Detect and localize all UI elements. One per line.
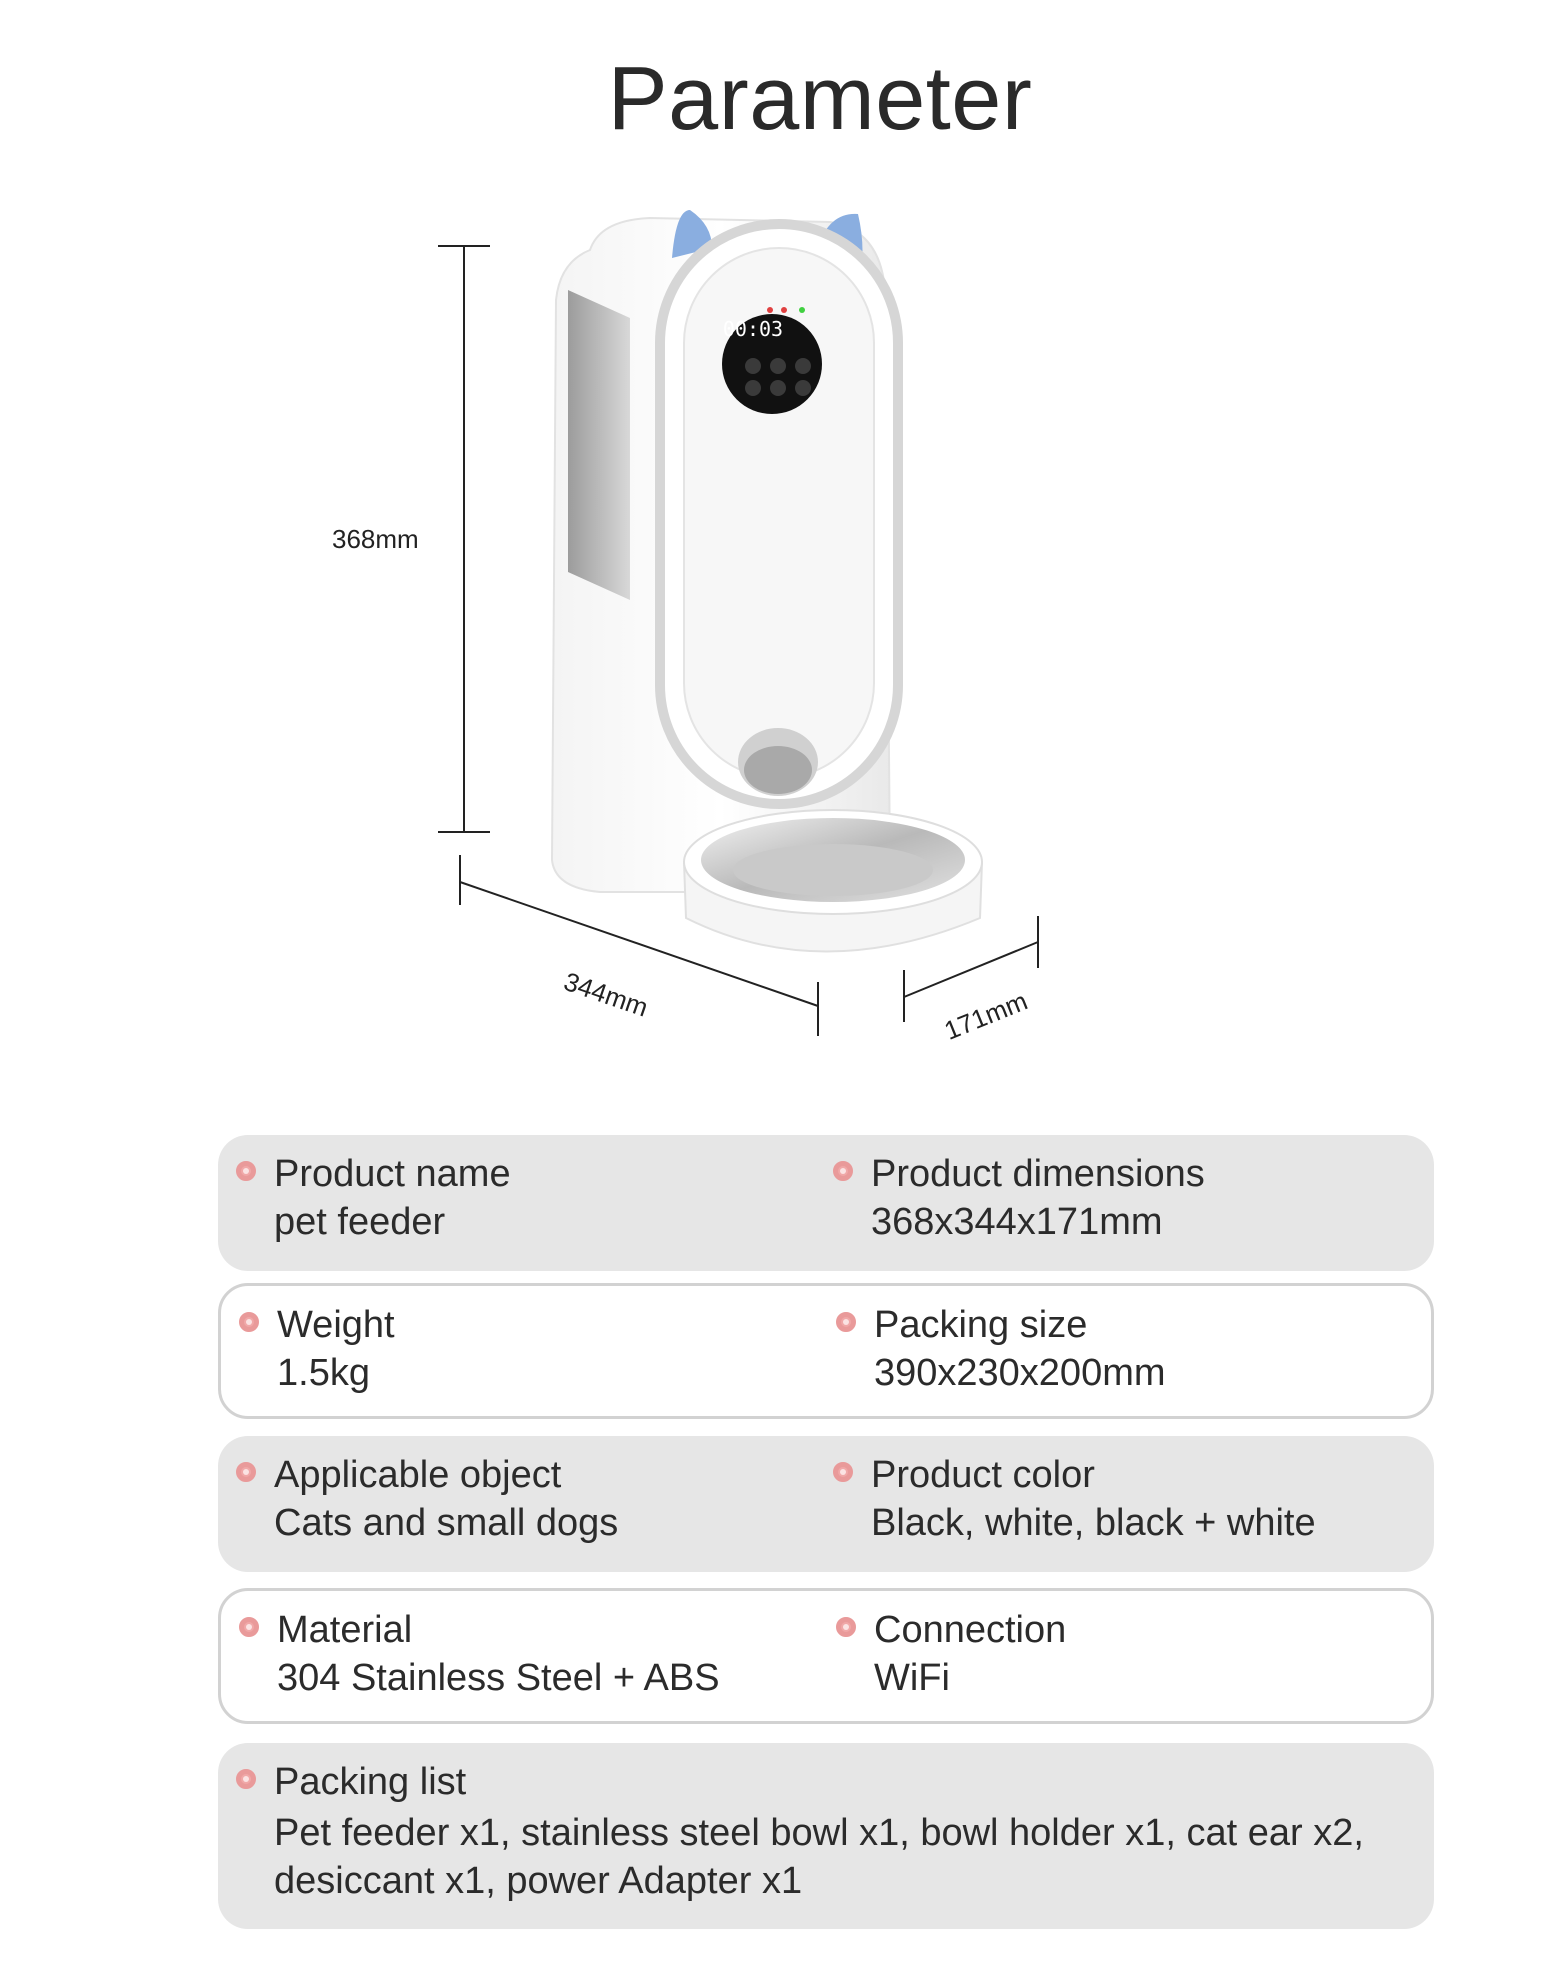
- spec-label: Applicable object: [274, 1454, 562, 1496]
- spec-label: Product dimensions: [871, 1153, 1205, 1195]
- spec-value: Black, white, black + white: [871, 1502, 1316, 1544]
- display-time: 00:03: [723, 317, 783, 341]
- page-title: Parameter: [607, 49, 1033, 149]
- width-dimension-line: [459, 855, 819, 1036]
- height-dimension-line: [438, 245, 490, 833]
- spec-label: Product name: [274, 1153, 511, 1195]
- spec-row: Applicable object Cats and small dogs Pr…: [218, 1436, 1434, 1572]
- bullet-icon: [836, 1617, 856, 1637]
- spec-label: Packing list: [274, 1761, 467, 1803]
- pet-feeder-illustration: 00:03: [550, 210, 984, 953]
- spec-value: pet feeder: [274, 1201, 446, 1243]
- spec-label: Packing size: [874, 1304, 1088, 1346]
- spec-value: Pet feeder x1, stainless steel bowl x1, …: [274, 1812, 1364, 1902]
- spec-value: Cats and small dogs: [274, 1502, 619, 1544]
- bullet-icon: [236, 1769, 256, 1789]
- spec-value: 390x230x200mm: [874, 1352, 1166, 1394]
- spec-value: WiFi: [874, 1657, 950, 1699]
- spec-label: Product color: [871, 1454, 1095, 1496]
- spec-value: 368x344x171mm: [871, 1201, 1163, 1243]
- bullet-icon: [236, 1462, 256, 1482]
- spec-label: Material: [277, 1609, 413, 1651]
- depth-dimension-line: [903, 916, 1039, 1022]
- spec-row: Material 304 Stainless Steel + ABS Conne…: [218, 1588, 1434, 1724]
- bullet-icon: [236, 1161, 256, 1181]
- spec-value: 304 Stainless Steel + ABS: [277, 1657, 720, 1699]
- spec-row: Weight 1.5kg Packing size 390x230x200mm: [218, 1283, 1434, 1419]
- bullet-icon: [833, 1161, 853, 1181]
- spec-value: 1.5kg: [277, 1352, 370, 1394]
- spec-label: Connection: [874, 1609, 1067, 1651]
- height-dimension-label: 368mm: [332, 524, 419, 554]
- spec-label: Weight: [277, 1304, 395, 1346]
- product-figure: 00:03: [438, 210, 1039, 1036]
- bullet-icon: [239, 1312, 259, 1332]
- bullet-icon: [836, 1312, 856, 1332]
- stainless-bowl-illustration: [682, 809, 984, 953]
- bullet-icon: [239, 1617, 259, 1637]
- spec-packing-list: Packing list Pet feeder x1, stainless st…: [218, 1743, 1434, 1929]
- spec-row: Product name pet feeder Product dimensio…: [218, 1135, 1434, 1271]
- bullet-icon: [833, 1462, 853, 1482]
